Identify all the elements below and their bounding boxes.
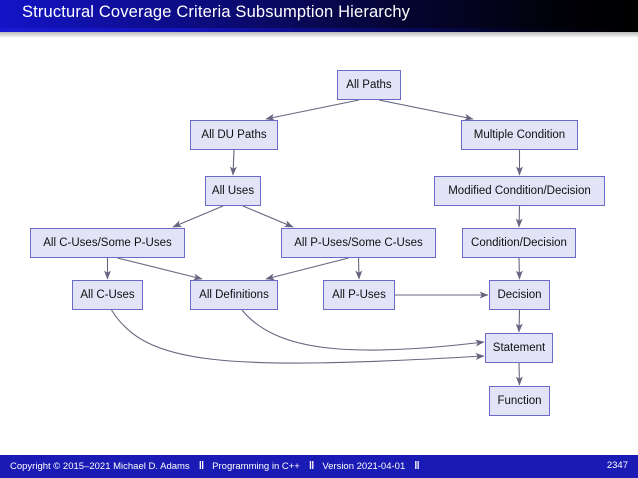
footer-copyright: Copyright © 2015–2021 Michael D. Adams — [10, 460, 190, 472]
diagram-edge-decision-to-statement — [515, 309, 523, 333]
diagram-edge-layer — [104, 99, 523, 386]
diagram-node-all-p-some-c: All P-Uses/Some C-Uses — [281, 228, 436, 258]
diagram-edge-all-c-some-p-to-all-definitions — [117, 257, 203, 281]
diagram-edge-all-definitions-to-statement — [241, 309, 485, 351]
page-title: Structural Coverage Criteria Subsumption… — [22, 3, 411, 21]
diagram-node-mcdc: Modified Condition/Decision — [434, 176, 605, 206]
footer-credits: Copyright © 2015–2021 Michael D. Adams ‖… — [10, 460, 428, 472]
diagram-edge-all-p-some-c-to-all-definitions — [265, 257, 349, 281]
header-shadow — [0, 32, 638, 38]
diagram-edge-cond-decision-to-decision — [515, 257, 523, 280]
diagram-edge-mcdc-to-cond-decision — [515, 205, 523, 228]
diagram-node-all-p-uses: All P-Uses — [323, 280, 395, 310]
diagram-edge-all-uses-to-all-p-some-c — [242, 205, 294, 228]
footer-page-number: 2347 — [606, 460, 628, 471]
diagram-node-all-c-uses: All C-Uses — [72, 280, 143, 310]
header-underbar — [0, 28, 638, 32]
diagram-edge-statement-to-function — [515, 362, 523, 386]
slide-header: Structural Coverage Criteria Subsumption… — [0, 0, 638, 30]
diagram-node-all-paths: All Paths — [337, 70, 401, 100]
diagram-node-multiple-cond: Multiple Condition — [461, 120, 578, 150]
diagram-edge-all-du-paths-to-all-uses — [229, 149, 237, 176]
footer-separator-3: ‖ — [414, 460, 420, 472]
diagram-edges — [104, 99, 523, 386]
diagram-node-decision: Decision — [489, 280, 550, 310]
diagram-node-all-uses: All Uses — [205, 176, 261, 206]
diagram-node-statement: Statement — [485, 333, 553, 363]
footer-version: Version 2021-04-01 — [322, 460, 406, 472]
slide-footer: Copyright © 2015–2021 Michael D. Adams ‖… — [0, 455, 638, 478]
diagram-edge-all-p-some-c-to-all-p-uses — [355, 257, 363, 280]
diagram-edge-all-paths-to-multiple-cond — [378, 99, 474, 121]
diagram-edge-all-paths-to-all-du-paths — [265, 99, 360, 121]
diagram-edge-all-uses-to-all-c-some-p — [172, 205, 224, 228]
footer-separator-2: ‖ — [308, 460, 315, 472]
footer-course: Programming in C++ — [212, 460, 300, 472]
diagram-node-function: Function — [489, 386, 550, 416]
diagram-node-all-du-paths: All DU Paths — [190, 120, 278, 150]
diagram-node-cond-decision: Condition/Decision — [462, 228, 576, 258]
diagram-node-all-definitions: All Definitions — [190, 280, 278, 310]
footer-separator-1: ‖ — [198, 460, 205, 472]
diagram-node-all-c-some-p: All C-Uses/Some P-Uses — [30, 228, 185, 258]
diagram-edge-all-c-uses-to-statement — [111, 309, 485, 364]
